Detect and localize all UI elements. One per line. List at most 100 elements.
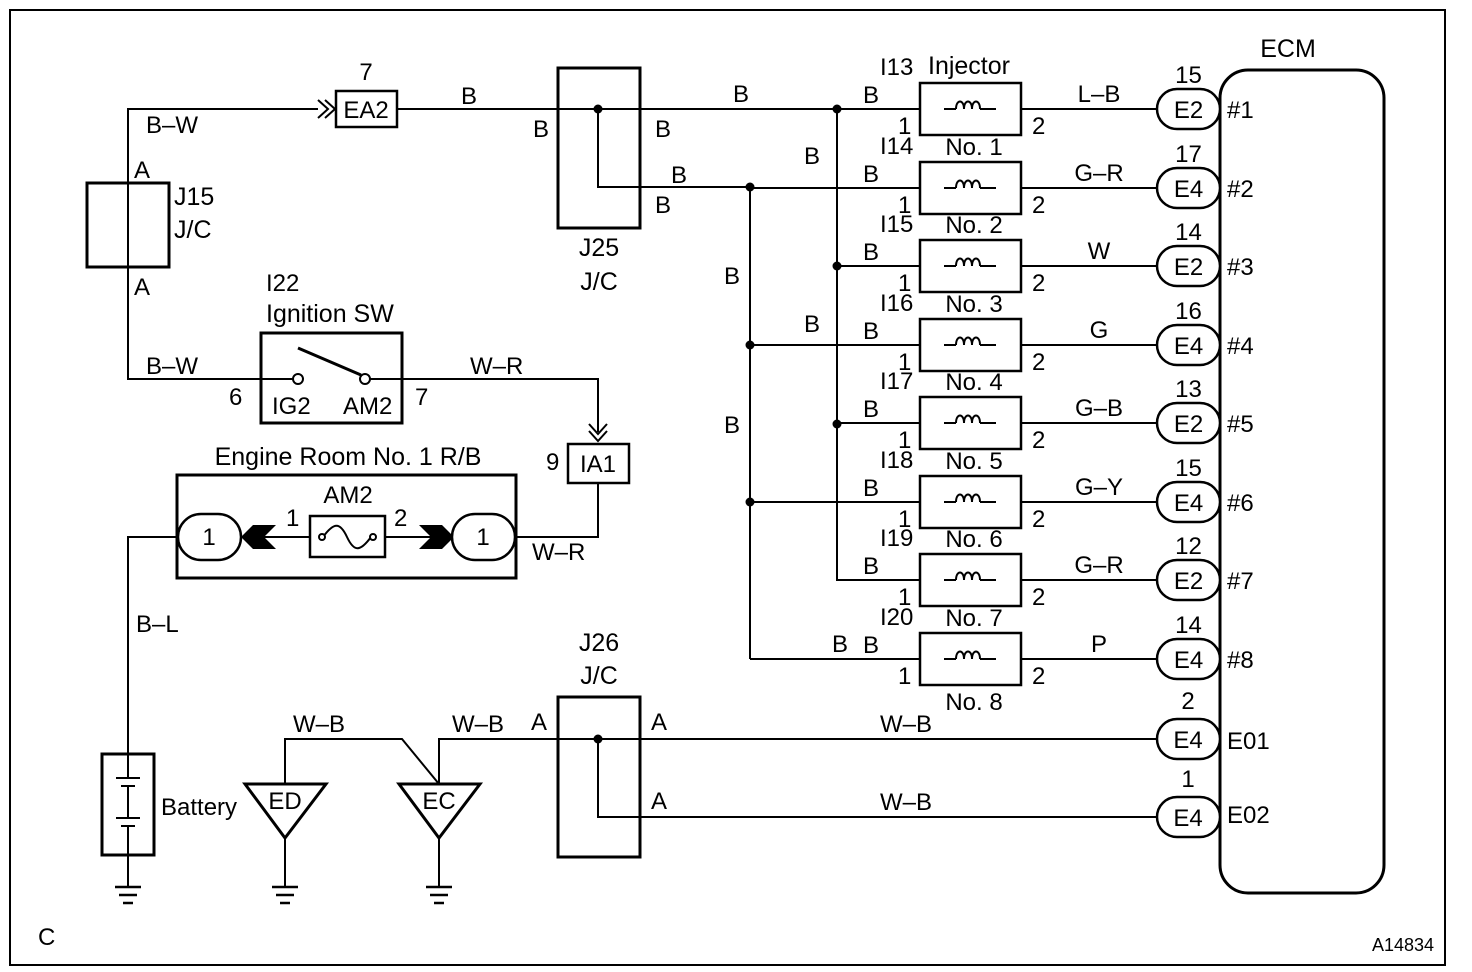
ia1-pin: 9 <box>546 449 559 476</box>
ea2-pin: 7 <box>359 59 372 86</box>
j25-splice-dot <box>593 104 603 114</box>
ground-ec-icon <box>426 885 452 905</box>
injector-2-in-label: B <box>863 161 879 188</box>
injector-2-ref: I14 <box>880 133 913 160</box>
j25-pin-in: B <box>533 116 549 143</box>
j15-pin-bottom: A <box>134 274 150 301</box>
relay-fuse-label: AM2 <box>323 482 372 509</box>
injector-7-pin1: 1 <box>898 584 911 611</box>
injector-5-wire-color: G–B <box>1075 395 1123 422</box>
ecm-term-e01: E01 <box>1227 728 1270 755</box>
injector-1-ecm-connector <box>1155 87 1222 131</box>
injector-7-ecm-terminal: #7 <box>1227 568 1254 595</box>
wire-ignition-to-ia1 <box>370 378 599 432</box>
wire-label-bw-ign: B–W <box>146 353 198 380</box>
wire-label-wr-bottom: W–R <box>532 539 585 566</box>
ecm-conn-e01-label: E4 <box>1173 727 1202 754</box>
injector-8-pin1: 1 <box>898 663 911 690</box>
relay-conn-right <box>450 512 517 562</box>
injector-3-ecm-terminal: #3 <box>1227 254 1254 281</box>
ecm-label: ECM <box>1260 35 1316 63</box>
injector-3-conn-label: E2 <box>1174 254 1203 281</box>
injector-2-wire-color: G–R <box>1074 160 1123 187</box>
j25-pin-out2: B <box>655 192 671 219</box>
j26-pin-out1: A <box>651 709 667 736</box>
injector-3-top-label: No. 2 <box>945 212 1002 239</box>
injector-8-ref: I20 <box>880 604 913 631</box>
j15-pin-top: A <box>134 157 150 184</box>
injector-8-ecm-connector <box>1155 637 1222 681</box>
injector-1-coil-icon <box>944 100 996 110</box>
injector-4-ecm-terminal: #4 <box>1227 333 1254 360</box>
ignition-contact-am2 <box>359 373 371 385</box>
bus-label-3: B <box>804 311 820 338</box>
injector-8-wire-color: P <box>1091 631 1107 658</box>
ground-ed-label: ED <box>268 788 301 815</box>
injector-7-ref: I19 <box>880 525 913 552</box>
ia1-arrow <box>588 423 608 443</box>
injector-4-ecm-connector <box>1155 323 1222 367</box>
injector-7-top-label: No. 6 <box>945 526 1002 553</box>
injector-5-top-label: No. 4 <box>945 369 1002 396</box>
wire-label-bw-top: B–W <box>146 112 198 139</box>
injector-6-pin1: 1 <box>898 506 911 533</box>
wire-label-e01: W–B <box>880 711 932 738</box>
injector-8-coil-icon <box>944 650 996 660</box>
j26-name: J26 <box>579 629 619 657</box>
injector-3-coil-icon <box>944 257 996 267</box>
bus-label-5: B <box>832 631 848 658</box>
ignition-switch-blade <box>297 346 362 377</box>
injector-4-coil-icon <box>944 336 996 346</box>
injector-1-ecm-pin: 15 <box>1175 62 1202 89</box>
injector-1-pin1: 1 <box>898 113 911 140</box>
injector-8-in-label: B <box>863 632 879 659</box>
injector-6-top-label: No. 5 <box>945 448 1002 475</box>
ignition-term-am2: AM2 <box>343 393 392 420</box>
injector-7-pin2: 2 <box>1032 584 1045 611</box>
figure-code: A14834 <box>1372 935 1434 955</box>
injector-3-ecm-connector <box>1155 244 1222 288</box>
injector-6-ecm-terminal: #6 <box>1227 490 1254 517</box>
ignition-ref: I22 <box>266 270 299 297</box>
injector-7-coil-icon <box>944 571 996 581</box>
injector-4-top-label: No. 3 <box>945 291 1002 318</box>
j26-pin-out2: A <box>651 788 667 815</box>
injector-8-body <box>918 631 1023 687</box>
injector-6-ecm-connector <box>1155 480 1222 524</box>
injector-6-pin2: 2 <box>1032 506 1045 533</box>
j25-name: J25 <box>579 234 619 262</box>
wire-label-e02: W–B <box>880 789 932 816</box>
injector-2-ecm-terminal: #2 <box>1227 176 1254 203</box>
injector-3-wire-color: W <box>1088 238 1111 265</box>
relay-conn-right-label: 1 <box>476 524 489 551</box>
bus-label-2: B <box>724 263 740 290</box>
injector-1-in-label: B <box>863 82 879 109</box>
wire-relay-to-battery <box>127 536 178 754</box>
wire-label-bl: B–L <box>136 611 179 638</box>
injector-6-ref: I18 <box>880 447 913 474</box>
wire-label-j25-out1: B <box>733 81 749 108</box>
injector-5-ecm-pin: 13 <box>1175 376 1202 403</box>
injector-7-in-label: B <box>863 553 879 580</box>
ia1-label: IA1 <box>580 451 616 478</box>
injector-2-coil-icon <box>944 179 996 189</box>
injector-4-pin2: 2 <box>1032 349 1045 376</box>
am2-fuse-end-right <box>369 533 377 541</box>
injector-3-in-label: B <box>863 239 879 266</box>
j26-sub: J/C <box>580 662 618 690</box>
wire-ia1-to-relay <box>516 483 599 538</box>
ground-ed-icon <box>272 885 298 905</box>
injector-6-coil-icon <box>944 493 996 503</box>
injector-8-conn-label: E4 <box>1174 647 1203 674</box>
ignition-term-ig2: IG2 <box>272 393 311 420</box>
injector-title: Injector <box>928 52 1010 80</box>
injector-7-ecm-pin: 12 <box>1175 533 1202 560</box>
am2-fuse-end-left <box>318 533 326 541</box>
injector-1-body <box>918 81 1023 137</box>
injector-1-ecm-terminal: #1 <box>1227 97 1254 124</box>
injector-1-ref: I13 <box>880 54 913 81</box>
injector-8-top-label: No. 7 <box>945 605 1002 632</box>
ea2-label: EA2 <box>343 97 388 124</box>
ecm-conn-e02 <box>1155 795 1222 839</box>
